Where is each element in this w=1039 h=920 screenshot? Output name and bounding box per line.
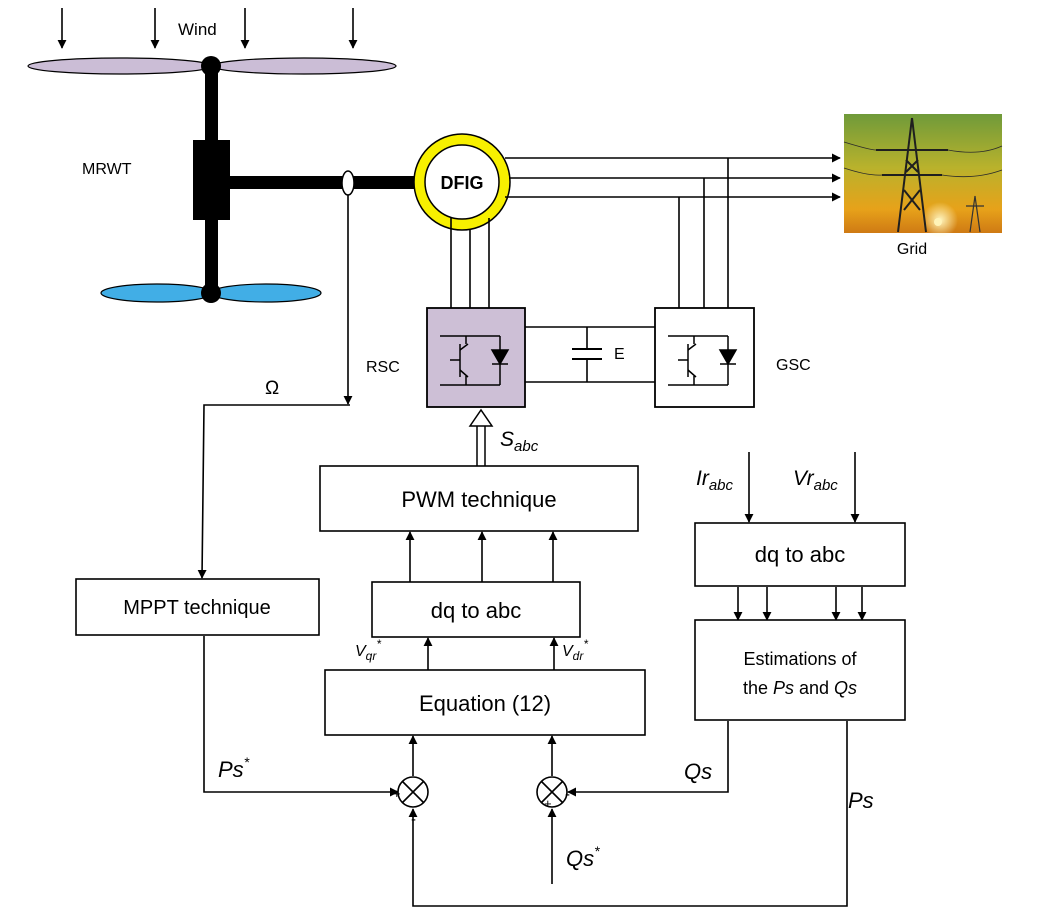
estimation-line-1: Estimations of bbox=[743, 649, 857, 669]
stator-lines bbox=[505, 153, 841, 202]
mppt-block-label: MPPT technique bbox=[123, 597, 271, 619]
dq-to-abc-right-label: dq to abc bbox=[755, 542, 846, 567]
ir-vr-input-arrows bbox=[744, 452, 860, 523]
qs-junction-plus: + bbox=[544, 796, 552, 811]
equation-to-dq-arrows bbox=[423, 637, 559, 670]
mrwt-label: MRWT bbox=[82, 161, 132, 178]
gsc-label: GSC bbox=[776, 357, 811, 374]
rsc-igbt-symbol bbox=[440, 335, 510, 386]
dq-to-pwm-arrows bbox=[405, 531, 558, 582]
pwm-block bbox=[319, 465, 639, 532]
gsc-lines bbox=[678, 158, 729, 308]
upper-rotor-blades bbox=[27, 57, 397, 75]
rotor-lines bbox=[450, 218, 490, 308]
sabc-label: Sabc bbox=[500, 428, 539, 455]
ps-meas-label: Ps bbox=[848, 788, 874, 813]
estimation-line-2: the Ps and Qs bbox=[743, 678, 857, 698]
vr-abc-label: Vrabc bbox=[793, 467, 838, 494]
speed-feedback-path bbox=[197, 195, 353, 579]
speed-sensor bbox=[341, 170, 355, 196]
dc-link-label: E bbox=[614, 346, 625, 363]
equation-block-label: Equation (12) bbox=[419, 691, 551, 716]
omega-label: Ω bbox=[265, 378, 279, 399]
qs-summing-junction bbox=[536, 776, 568, 808]
sabc-double-arrow bbox=[468, 408, 494, 466]
rsc-converter bbox=[426, 307, 526, 408]
dfig-machine bbox=[413, 133, 511, 231]
qs-ref-label: Qs* bbox=[566, 843, 600, 871]
dq-to-abc-right-block bbox=[694, 522, 906, 587]
gsc-igbt-symbol bbox=[668, 335, 738, 386]
turbine-shaft bbox=[193, 56, 418, 303]
ps-ref-label: Ps* bbox=[218, 754, 250, 782]
ps-summing-junction bbox=[397, 776, 429, 808]
mppt-block bbox=[75, 578, 320, 636]
ir-abc-label: Irabc bbox=[696, 467, 734, 494]
dq-to-abc-left-label: dq to abc bbox=[431, 598, 522, 623]
dq-to-abc-left-block bbox=[371, 581, 581, 638]
grid-label: Grid bbox=[897, 241, 927, 258]
gsc-converter bbox=[654, 307, 755, 408]
equation-block bbox=[324, 669, 646, 736]
wind-label: Wind bbox=[178, 20, 217, 39]
ps-junction-minus: - bbox=[411, 811, 416, 828]
pwm-block-label: PWM technique bbox=[401, 487, 556, 512]
vdr-ref-label: Vdr* bbox=[562, 637, 588, 663]
grid-picture bbox=[843, 114, 1003, 238]
dc-link bbox=[525, 326, 655, 383]
ps-junction-plus: + bbox=[393, 786, 401, 801]
qs-meas-path bbox=[567, 721, 729, 797]
vqr-ref-label: Vqr* bbox=[355, 637, 381, 663]
wind-arrows bbox=[57, 8, 358, 49]
ps-meas-feedback-path bbox=[408, 721, 848, 907]
rsc-label: RSC bbox=[366, 359, 400, 376]
dq-to-estimation-arrows bbox=[733, 587, 867, 621]
qs-junction-minus: - bbox=[565, 786, 570, 803]
lower-rotor-blades bbox=[100, 283, 322, 303]
qs-meas-label: Qs bbox=[684, 759, 712, 784]
ps-ref-path bbox=[203, 636, 399, 797]
dfig-label: DFIG bbox=[441, 173, 484, 193]
estimation-block bbox=[694, 619, 906, 721]
